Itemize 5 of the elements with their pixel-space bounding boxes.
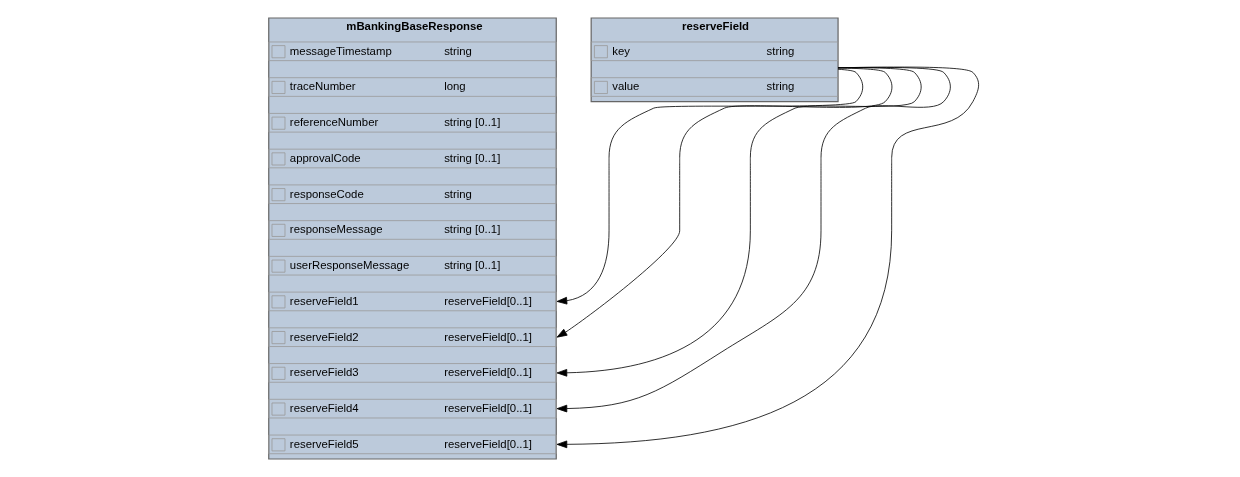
arrow xyxy=(556,67,922,377)
arrow xyxy=(556,66,979,449)
arrow xyxy=(556,67,892,338)
arrow xyxy=(556,67,951,413)
arrow xyxy=(556,68,863,305)
